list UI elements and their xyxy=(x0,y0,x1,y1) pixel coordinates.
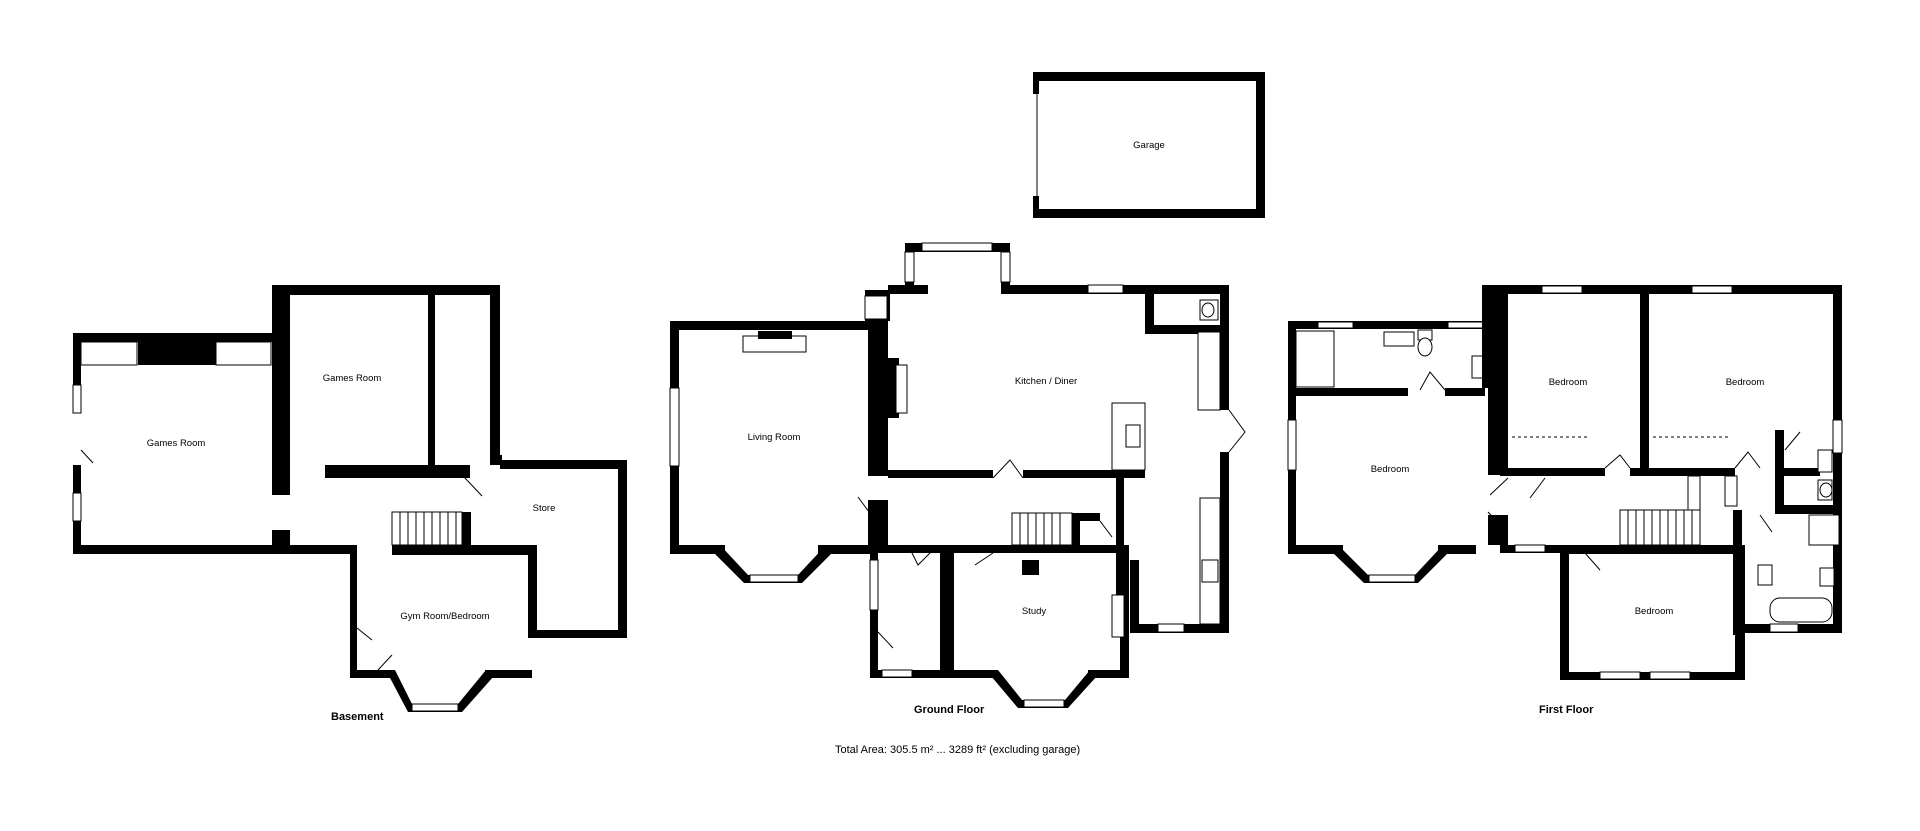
room-label-gym-room: Gym Room/Bedroom xyxy=(400,611,489,622)
floor-label-first: First Floor xyxy=(1539,704,1594,716)
total-area-label: Total Area: 305.5 m² ... 3289 ft² (exclu… xyxy=(835,744,1080,756)
room-label-bedroom-3: Bedroom xyxy=(1726,377,1765,388)
ground-floor-walls xyxy=(669,242,1246,708)
room-label-garage: Garage xyxy=(1133,140,1165,151)
room-label-games-room-right: Games Room xyxy=(323,373,382,384)
floor-label-basement: Basement xyxy=(331,711,384,723)
room-label-bedroom-1: Bedroom xyxy=(1371,464,1410,475)
room-label-kitchen-diner: Kitchen / Diner xyxy=(1015,376,1077,387)
room-label-bedroom-2: Bedroom xyxy=(1549,377,1588,388)
room-label-living-room: Living Room xyxy=(748,432,801,443)
first-floor-walls xyxy=(1287,285,1843,680)
room-label-store: Store xyxy=(533,503,556,514)
garage-outline xyxy=(1033,72,1265,218)
floor-label-ground: Ground Floor xyxy=(914,704,985,716)
room-label-games-room-left: Games Room xyxy=(147,438,206,449)
basement-walls xyxy=(72,285,627,712)
room-label-bedroom-4: Bedroom xyxy=(1635,606,1674,617)
room-label-study: Study xyxy=(1022,606,1047,617)
